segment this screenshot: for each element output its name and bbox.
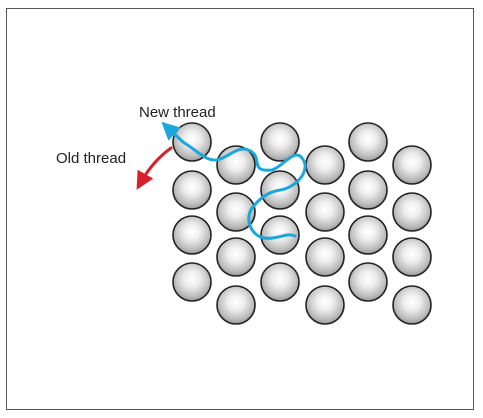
sphere-14	[305, 192, 345, 232]
sphere-20	[348, 262, 388, 302]
sphere-8	[216, 285, 256, 325]
sphere-13	[305, 145, 345, 185]
sphere-21	[392, 145, 432, 185]
sphere-1	[172, 122, 212, 162]
old-thread-arrow	[136, 146, 173, 190]
sphere-12	[260, 262, 300, 302]
sphere-4	[172, 262, 212, 302]
sphere-9	[260, 122, 300, 162]
sphere-22	[392, 192, 432, 232]
sphere-6	[216, 192, 256, 232]
new-thread-arrow	[161, 121, 185, 144]
old-thread-label: Old thread	[56, 150, 127, 167]
sphere-11	[260, 215, 300, 255]
sphere-23	[392, 237, 432, 277]
sphere-24	[392, 285, 432, 325]
sphere-19	[348, 215, 388, 255]
new-thread-label: New thread	[139, 104, 216, 121]
sphere-2	[172, 170, 212, 210]
sphere-16	[305, 285, 345, 325]
sphere-3	[172, 215, 212, 255]
sphere-7	[216, 237, 256, 277]
new-thread-path	[181, 140, 307, 240]
sphere-15	[305, 237, 345, 277]
sphere-lattice	[172, 122, 432, 325]
sphere-18	[348, 170, 388, 210]
sphere-17	[348, 122, 388, 162]
